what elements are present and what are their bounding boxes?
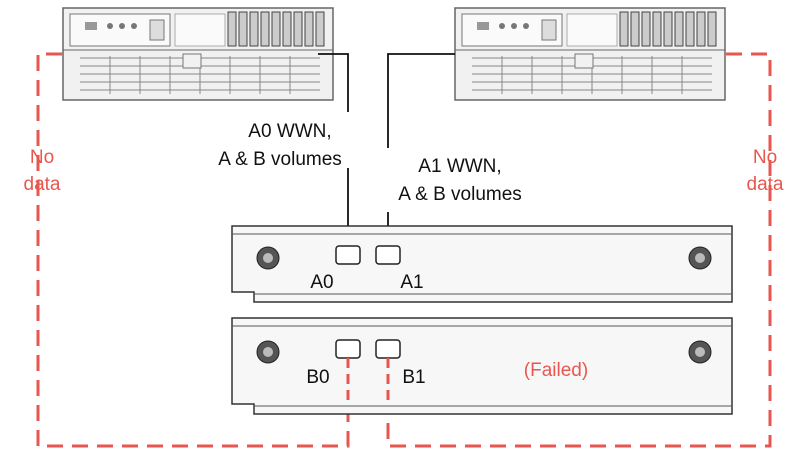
host-a-note-line1: A0 WWN, xyxy=(248,121,331,142)
controller-a xyxy=(231,225,733,303)
a0-cable xyxy=(318,53,349,112)
no-data-left-1: No xyxy=(30,147,54,168)
failed-label: (Failed) xyxy=(524,360,588,381)
host-a-note-line2: A & B volumes xyxy=(218,149,342,170)
controller-b xyxy=(231,317,733,415)
port-a0-connector xyxy=(335,245,361,265)
port-a0-label: A0 xyxy=(310,272,333,293)
thumbscrew-icon xyxy=(688,246,712,270)
port-b1-label: B1 xyxy=(402,367,425,388)
left-failed-path xyxy=(36,52,350,448)
host-server-left xyxy=(62,7,334,101)
port-b1-connector xyxy=(375,339,401,359)
port-b0-connector xyxy=(335,339,361,359)
right-failed-path xyxy=(386,52,772,448)
failed-path-lines xyxy=(36,52,772,448)
host-server-right xyxy=(454,7,726,101)
port-a1-connector xyxy=(375,245,401,265)
a1-cable xyxy=(387,53,455,148)
no-data-right-1: No xyxy=(753,147,777,168)
no-data-right-2: data xyxy=(747,174,784,195)
port-b0-label: B0 xyxy=(306,367,329,388)
thumbscrew-icon xyxy=(256,340,280,364)
host-b-note-line2: A & B volumes xyxy=(398,184,522,205)
thumbscrew-icon xyxy=(688,340,712,364)
port-a1-label: A1 xyxy=(400,272,423,293)
no-data-left-2: data xyxy=(24,174,61,195)
host-b-note-line1: A1 WWN, xyxy=(418,156,501,177)
thumbscrew-icon xyxy=(256,246,280,270)
